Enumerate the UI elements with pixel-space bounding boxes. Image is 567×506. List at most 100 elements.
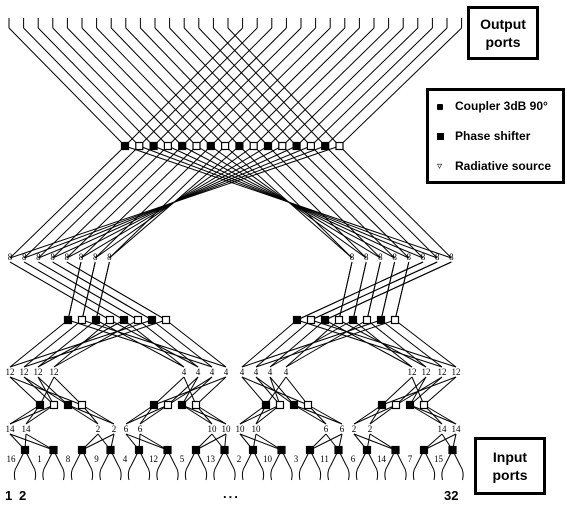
stage-number-label: 8 <box>449 252 454 262</box>
stage-number-label: 11 <box>320 454 329 464</box>
stage-number-label: 14 <box>438 424 448 434</box>
line-stage-4 <box>9 261 111 321</box>
coupler-node-stage-5 <box>306 141 315 151</box>
output-line <box>96 27 212 147</box>
coupler-node-stage-2 <box>191 400 201 410</box>
line-stage-1 <box>239 404 281 425</box>
coupler-node-stage-5 <box>263 141 273 151</box>
input-port-stub <box>61 465 65 481</box>
coupler-node-stage-1 <box>334 445 343 455</box>
line-stage-3 <box>95 319 185 368</box>
line-stage-2 <box>9 376 41 406</box>
coupler-node-stage-1 <box>391 445 400 455</box>
stage-number-label: 9 <box>94 454 99 464</box>
crossing-line <box>339 145 452 259</box>
port-number-first: 1 <box>5 488 13 503</box>
crossing-line <box>52 145 169 259</box>
output-ports-text: Output ports <box>480 16 526 50</box>
output-line <box>154 27 269 147</box>
line-stage-3 <box>324 319 413 368</box>
crossing-line <box>9 145 126 259</box>
waveguide-lines <box>8 18 464 481</box>
stage-number-label: 2 <box>237 454 242 464</box>
line-stage-3 <box>9 319 153 368</box>
line-stage-2 <box>241 376 267 406</box>
output-line <box>110 27 226 147</box>
coupler-node-stage-5 <box>221 141 230 151</box>
input-port-stub <box>42 465 46 481</box>
input-port-stub <box>118 465 122 481</box>
input-port-stub <box>70 465 75 481</box>
coupler-node-stage-1 <box>220 445 229 455</box>
line-stage-3 <box>394 319 457 368</box>
crossing-line <box>267 145 381 259</box>
stage-number-label: 14 <box>452 424 462 434</box>
crossing-line <box>324 145 438 259</box>
coupler-node-stage-2 <box>35 400 45 410</box>
stage-number-label: 8 <box>93 252 98 262</box>
stage-number-label: 12 <box>452 367 461 377</box>
line-stage-2 <box>381 376 413 406</box>
line-stage-2 <box>23 376 55 406</box>
stage-number-label: 8 <box>36 252 41 262</box>
input-port-stub <box>289 465 293 481</box>
coupler-node-stage-4 <box>348 315 358 325</box>
stage-number-label: 12 <box>149 454 158 464</box>
coupler-node-stage-2 <box>261 400 271 410</box>
output-line <box>239 27 360 147</box>
coupler-node-stage-1 <box>448 445 457 455</box>
coupler-node-stage-1 <box>134 445 144 455</box>
stage-number-label: 12 <box>50 367 59 377</box>
coupler-node-stage-4 <box>376 315 386 325</box>
output-line <box>224 27 346 147</box>
coupler-node-stage-4 <box>119 315 129 325</box>
coupler-node-stage-5 <box>235 141 244 151</box>
crossing-line <box>94 145 212 259</box>
coupler-node-stage-4 <box>306 315 316 325</box>
output-line <box>339 27 462 147</box>
coupler-node-stage-2 <box>405 400 415 410</box>
line-stage-4 <box>81 261 96 321</box>
line-stage-4 <box>296 261 424 321</box>
line-stage-2 <box>285 376 309 406</box>
port-number-last: 32 <box>444 488 459 503</box>
stage-number-label: 8 <box>50 252 55 262</box>
coupler-node-stage-1 <box>362 445 372 455</box>
input-port-stub <box>346 465 350 481</box>
coupler-node-stage-2 <box>177 400 187 410</box>
line-stage-3 <box>255 319 396 368</box>
stage-number-label: 2 <box>96 424 101 434</box>
line-stage-1 <box>9 404 55 425</box>
input-port-stub <box>260 465 265 481</box>
line-stage-1 <box>369 404 397 425</box>
input-port-stub <box>89 465 94 481</box>
coupler-node-stage-1 <box>106 445 115 455</box>
coupler-node-stage-4 <box>77 315 87 325</box>
input-port-stub <box>270 465 274 481</box>
stage-number-label: 6 <box>124 424 129 434</box>
output-line <box>196 27 316 147</box>
line-input-stage <box>125 433 168 451</box>
line-input-stage <box>255 433 282 451</box>
legend-label: Coupler 3dB 90° <box>455 99 548 113</box>
input-port-stub <box>99 465 103 481</box>
coupler-node-stage-2 <box>275 400 285 410</box>
input-port-stub <box>156 465 160 481</box>
input-port-stub <box>241 465 246 481</box>
crossing-line <box>23 145 140 259</box>
stage-number-label: 10 <box>208 424 218 434</box>
stage-number-label: 12 <box>438 367 447 377</box>
line-stage-1 <box>353 404 383 425</box>
line-stage-3 <box>123 319 185 368</box>
legend-item-radiative-source: ▿ Radiative source <box>437 159 551 173</box>
line-stage-2 <box>395 376 443 406</box>
stage-number-label: 8 <box>8 252 13 262</box>
line-stage-1 <box>239 404 267 425</box>
stage-number-label: 1 <box>37 454 42 464</box>
coupler-node-stage-1 <box>248 445 258 455</box>
crossing-line <box>109 145 226 259</box>
line-stage-2 <box>37 376 69 406</box>
coupler-node-stage-1 <box>277 445 286 455</box>
coupler-node-stage-1 <box>305 445 315 455</box>
legend-item-phase-shifter: Phase shifter <box>437 129 530 143</box>
